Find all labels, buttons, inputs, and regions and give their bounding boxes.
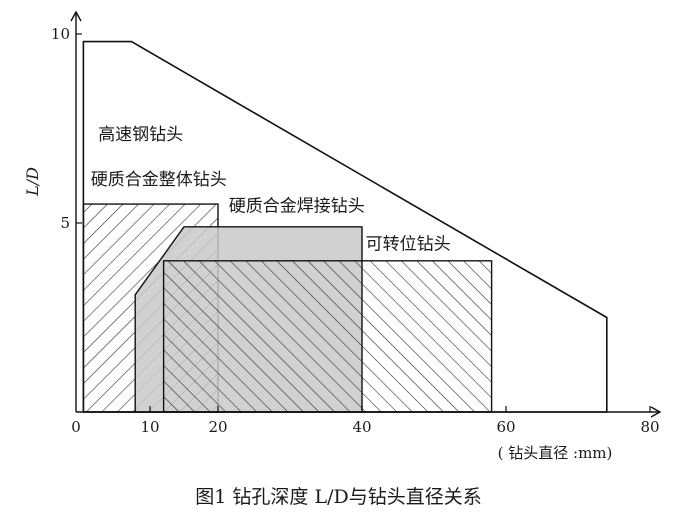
x-axis-label: ( 钻头直径 :mm) (498, 444, 613, 462)
region-label-3: 硬质合金焊接钻头 (229, 197, 365, 217)
region-label-4: 可转位钻头 (366, 234, 451, 254)
y-tick-label-10: 10 (51, 25, 70, 43)
x-tick-label-0: 0 (71, 418, 81, 436)
x-tick-label-80: 80 (640, 418, 659, 436)
chart-axes (70, 10, 662, 418)
region-label-2: 硬质合金整体钻头 (91, 170, 227, 190)
x-tick-label-10: 10 (140, 418, 159, 436)
x-tick-label-20: 20 (208, 418, 227, 436)
figure-caption: 图1 钻孔深度 L/D与钻头直径关系 (195, 486, 482, 508)
x-tick-label-40: 40 (352, 418, 371, 436)
x-axis-arrow (650, 406, 662, 418)
y-axis-arrow (70, 10, 82, 22)
chart-ticks: 0 10 20 40 60 80 5 10 (51, 25, 660, 436)
region-label-1: 高速钢钻头 (98, 125, 183, 145)
y-axis-label: L/D (23, 167, 42, 197)
y-tick-label-5: 5 (60, 214, 70, 232)
chart-regions (82, 40, 608, 413)
chart-svg: 0 10 20 40 60 80 5 10 高速钢钻头硬质合金整体钻头硬质合金焊接钻头可转位钻… (23, 10, 662, 462)
region-4 (162, 260, 493, 413)
x-tick-label-60: 60 (496, 418, 515, 436)
